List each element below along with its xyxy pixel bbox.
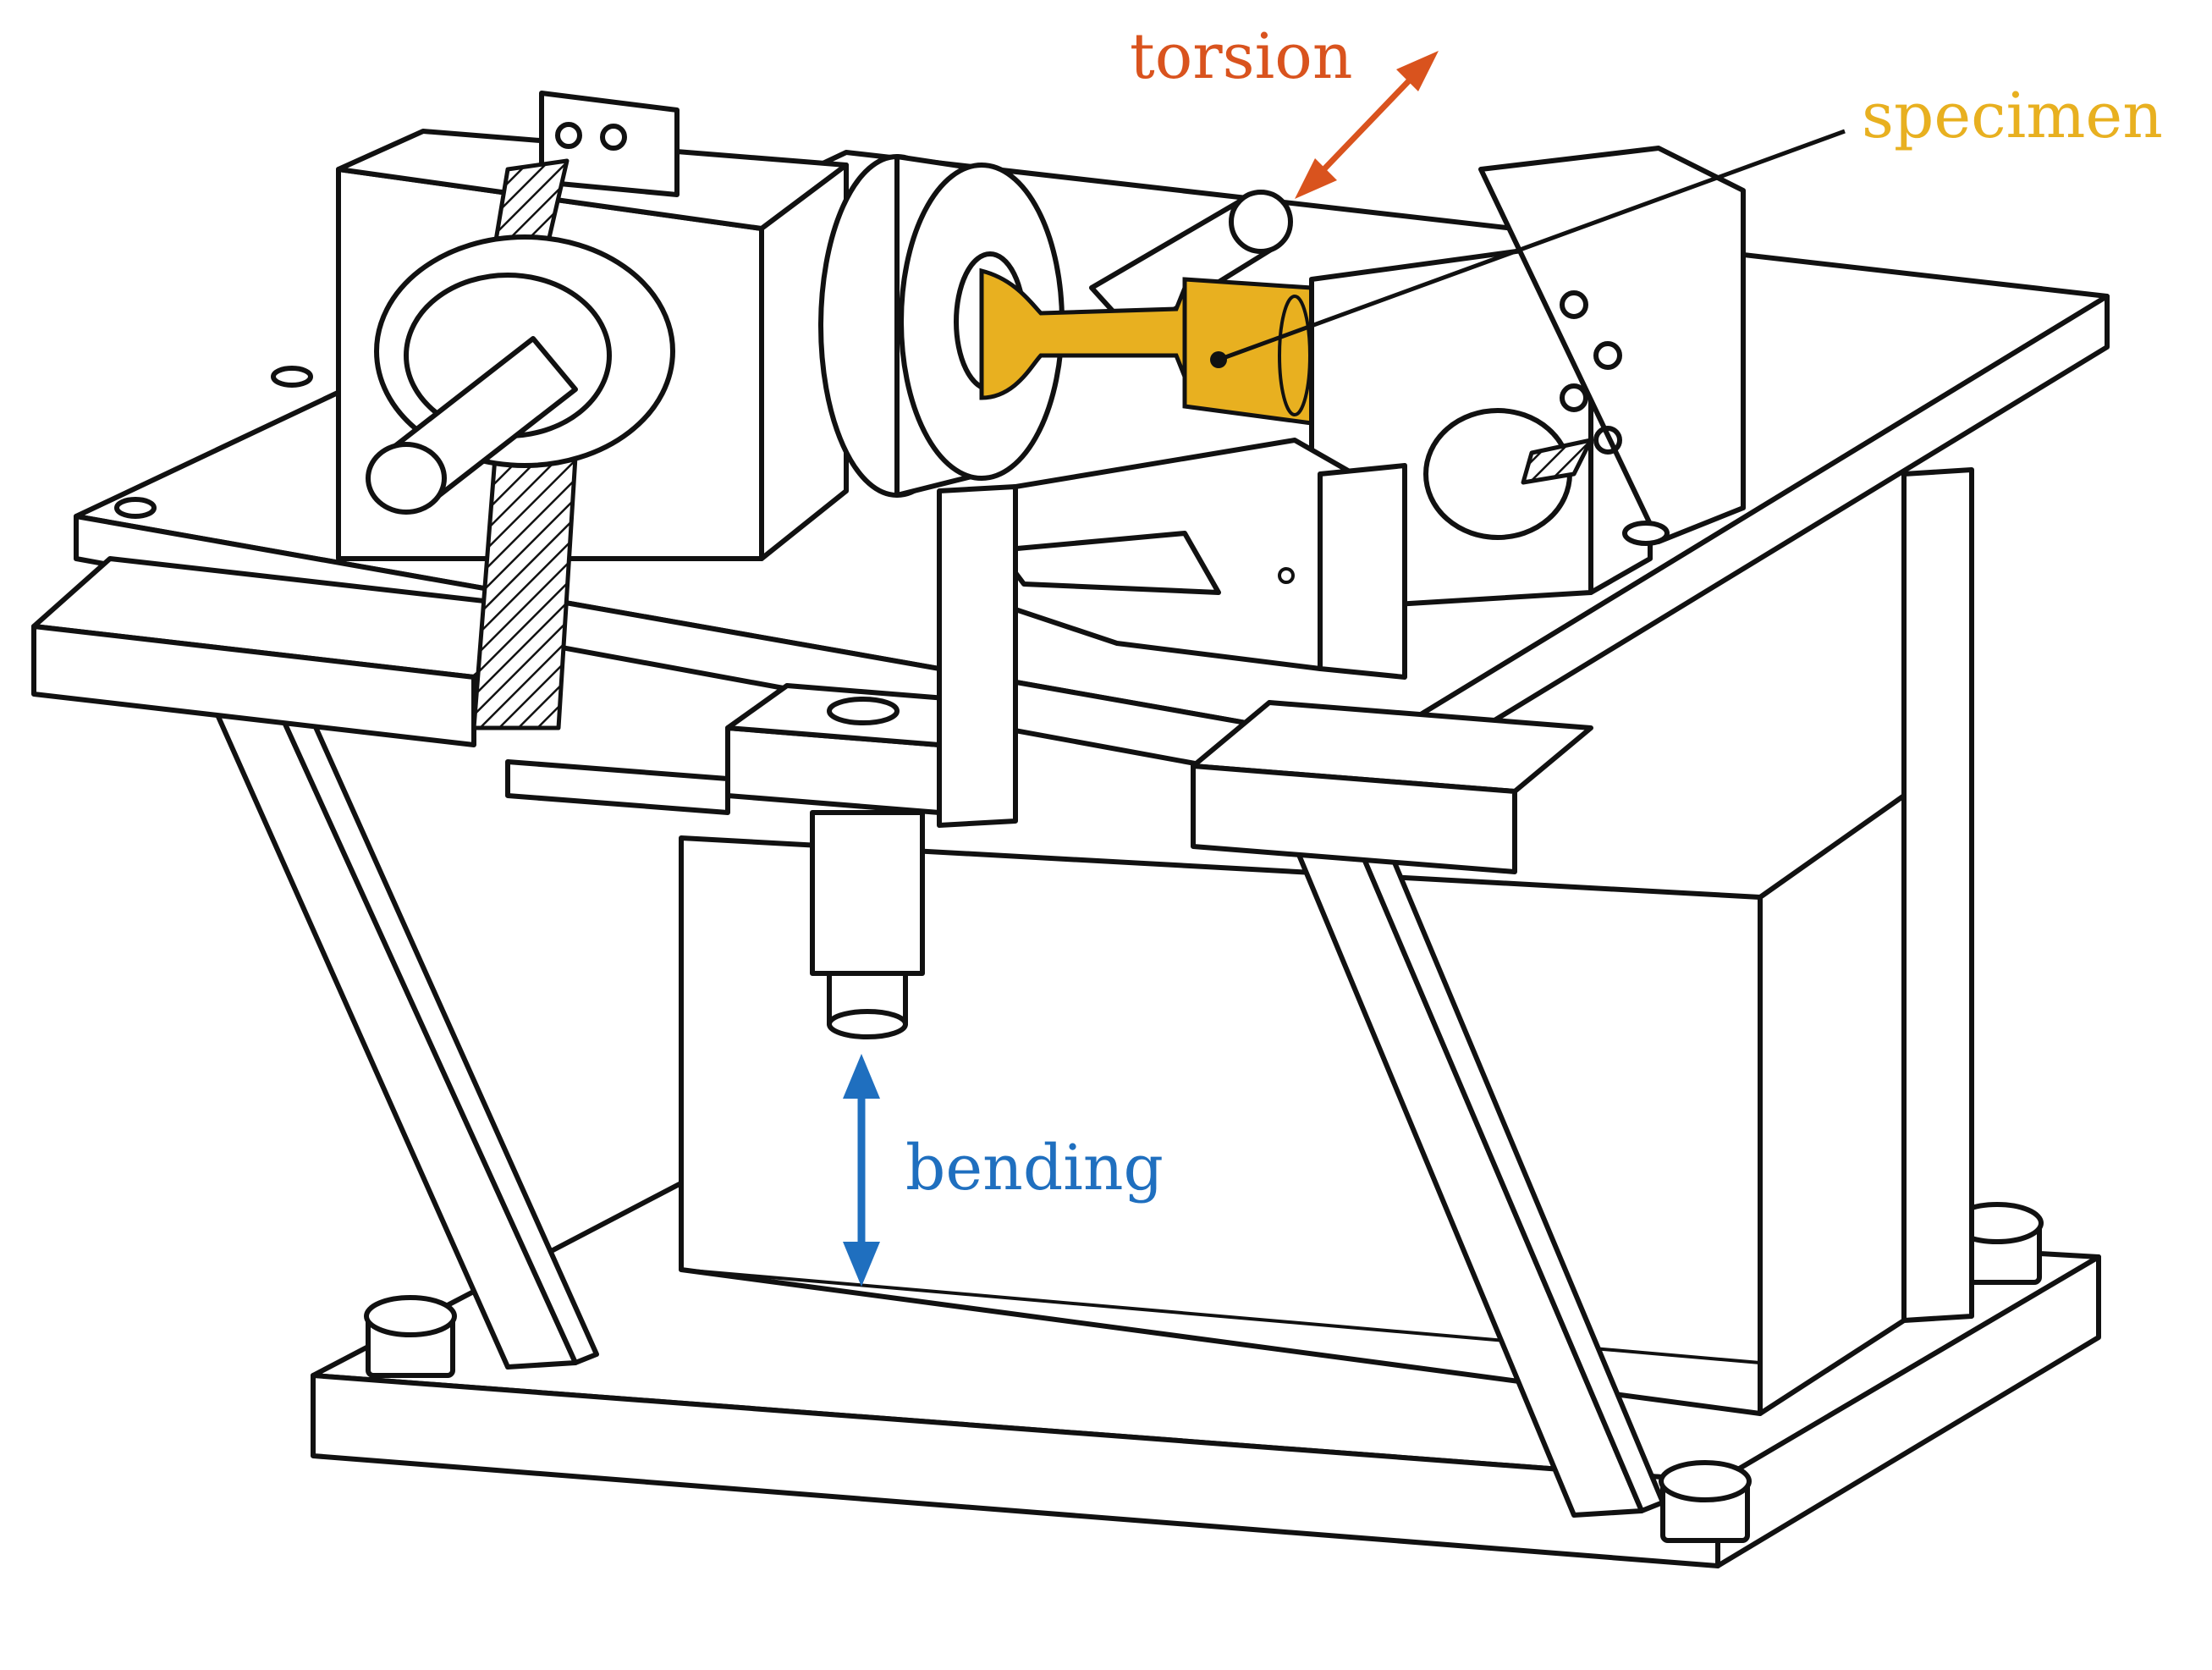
specimen-leader-line — [1218, 129, 1846, 362]
torsion-arrow — [1295, 51, 1439, 199]
left-diagonal-strut — [213, 700, 599, 1370]
back-right-column — [1901, 467, 1974, 1323]
back-guide-shaft — [1089, 190, 1293, 337]
right-clamp-housing — [1309, 146, 1746, 612]
plate-hole-front — [114, 497, 157, 519]
right-mounting-rail — [1191, 700, 1593, 874]
bending-arrow — [843, 1054, 880, 1287]
torsion-rotor — [818, 154, 1065, 498]
torsion-label: torsion — [1130, 20, 1353, 93]
base-bolt-front-left — [364, 1295, 457, 1378]
plate-hole-left — [271, 366, 313, 388]
left-drive-shaft — [366, 234, 675, 515]
bending-label: bending — [905, 1132, 1164, 1204]
bending-push-rod — [810, 810, 925, 1039]
bending-lever-arm — [937, 438, 1407, 680]
specimen-grip — [1182, 277, 1314, 426]
base-bolt-front-right — [1659, 1460, 1752, 1543]
loading-block — [505, 484, 1018, 828]
specimen-label: specimen — [1862, 80, 2163, 152]
